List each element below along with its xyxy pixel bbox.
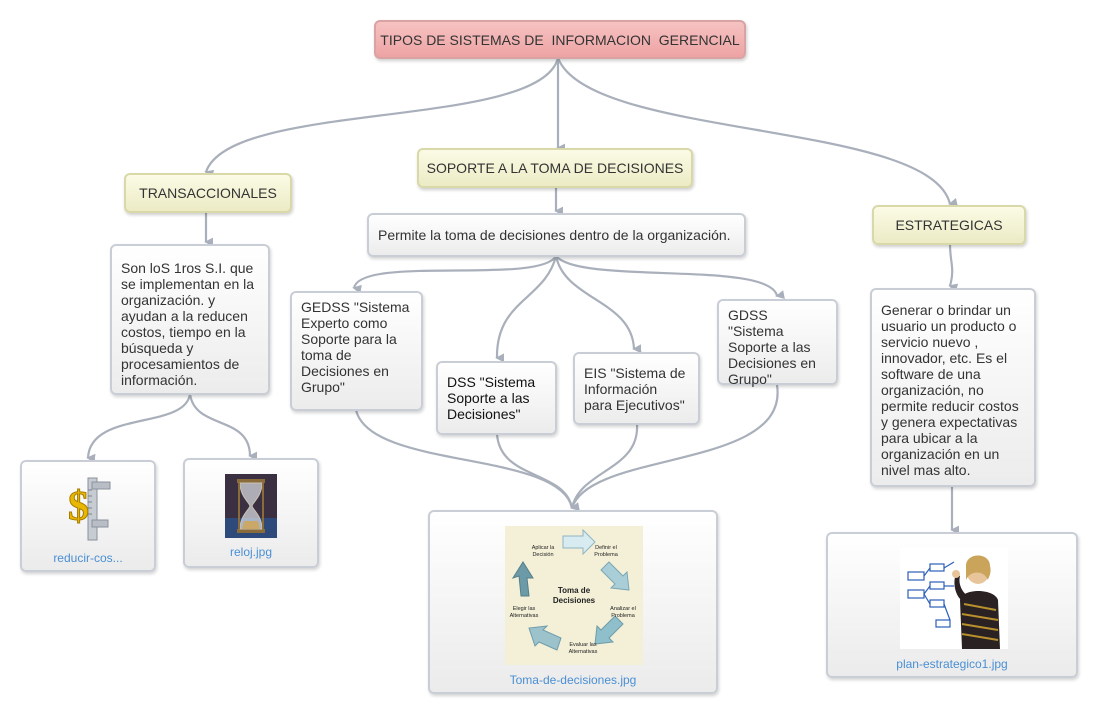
- edge-root-estrategicas: [556, 57, 959, 207]
- dollar-caliper-icon: $: [66, 476, 112, 542]
- edge-desc-gdss: [555, 255, 785, 300]
- estrategicas-title: ESTRATEGICAS: [895, 217, 1003, 233]
- dss-text: DSS "Sistema Soporte a las Decisiones": [447, 374, 536, 422]
- businesswoman-chart-icon: [900, 548, 1008, 649]
- dss-node[interactable]: DSS "Sistema Soporte a las Decisiones": [436, 361, 557, 435]
- cycle-step-evaluar: Evaluar las Alternativas: [568, 642, 598, 655]
- eis-text: EIS "Sistema de Información para Ejecuti…: [584, 364, 686, 413]
- edge-gedss-img: [354, 409, 580, 511]
- transaccionales-title: TRANSACCIONALES: [139, 185, 277, 201]
- transaccionales-description-text: Son loS 1ros S.I. que se implementan en …: [121, 260, 255, 388]
- edge-gdss-img: [570, 384, 779, 509]
- image-reducir-caption: reducir-cos...: [53, 551, 123, 565]
- cycle-center-label: Toma de Decisiones: [552, 586, 596, 605]
- arrow-left-icon: [511, 561, 534, 597]
- edge-root-transaccionales: [204, 57, 560, 179]
- image-reducir-node[interactable]: $ reducir-cos...: [20, 460, 156, 572]
- decision-cycle-diagram: Toma de Decisiones Aplicar la Decisión D…: [505, 526, 643, 665]
- root-title: TIPOS DE SISTEMAS DE INFORMACION GERENCI…: [380, 31, 740, 48]
- image-plan-node[interactable]: plan-estrategico1.jpg: [826, 532, 1078, 678]
- image-plan-caption: plan-estrategico1.jpg: [896, 657, 1008, 671]
- edge-trans-reducir: [86, 393, 192, 463]
- arrow-bottom-right-icon: [594, 615, 624, 645]
- edge-estrategicas-desc: [948, 244, 959, 293]
- transaccionales-description[interactable]: Son loS 1ros S.I. que se implementan en …: [110, 244, 270, 395]
- gedss-node[interactable]: GEDSS "Sistema Experto como Soporte para…: [290, 291, 423, 411]
- estrategicas-description-text: Generar o brindar un usuario un producto…: [881, 302, 1019, 478]
- image-toma-node[interactable]: Toma de Decisiones Aplicar la Decisión D…: [428, 510, 718, 694]
- soporte-description[interactable]: Permite la toma de decisiones dentro de …: [367, 213, 746, 257]
- cycle-step-elegir: Elegir las Alternativas: [509, 606, 539, 619]
- estrategicas-description[interactable]: Generar o brindar un usuario un producto…: [870, 288, 1036, 487]
- cycle-step-analizar: Analizar el Problema: [610, 606, 636, 619]
- edge-desc-dss: [495, 255, 558, 363]
- image-toma-caption: Toma-de-decisiones.jpg: [509, 673, 637, 687]
- edge-eis-img: [570, 423, 639, 509]
- soporte-title: SOPORTE A LA TOMA DE DECISIONES: [426, 160, 684, 176]
- cycle-step-definir: Definir el Problema: [594, 545, 618, 558]
- eis-node[interactable]: EIS "Sistema de Información para Ejecuti…: [573, 352, 700, 425]
- edge-desc-gedss: [352, 255, 557, 294]
- image-reloj-node[interactable]: reloj.jpg: [183, 458, 319, 568]
- arrow-right-icon: [600, 561, 630, 591]
- cycle-step-aplicar: Aplicar la Decisión: [531, 545, 555, 558]
- root-node[interactable]: TIPOS DE SISTEMAS DE INFORMACION GERENCI…: [374, 20, 746, 59]
- svg-text:$: $: [68, 484, 89, 530]
- transaccionales-node[interactable]: TRANSACCIONALES: [124, 173, 292, 213]
- edge-dss-img: [495, 433, 574, 509]
- gedss-text: GEDSS "Sistema Experto como Soporte para…: [301, 299, 410, 395]
- soporte-description-text: Permite la toma de decisiones dentro de …: [378, 227, 731, 243]
- arrow-top-icon: [562, 528, 596, 556]
- edge-trans-reloj: [188, 393, 258, 461]
- edge-desc-eis: [554, 255, 642, 354]
- image-reloj-caption: reloj.jpg: [229, 545, 273, 559]
- soporte-node[interactable]: SOPORTE A LA TOMA DE DECISIONES: [417, 148, 693, 188]
- hourglass-icon: [225, 474, 277, 538]
- arrow-bottom-left-icon: [528, 625, 562, 651]
- gdss-text: GDSS "Sistema Soporte a las Decisiones e…: [728, 307, 816, 387]
- gdss-node[interactable]: GDSS "Sistema Soporte a las Decisiones e…: [717, 299, 838, 387]
- estrategicas-node[interactable]: ESTRATEGICAS: [872, 205, 1026, 245]
